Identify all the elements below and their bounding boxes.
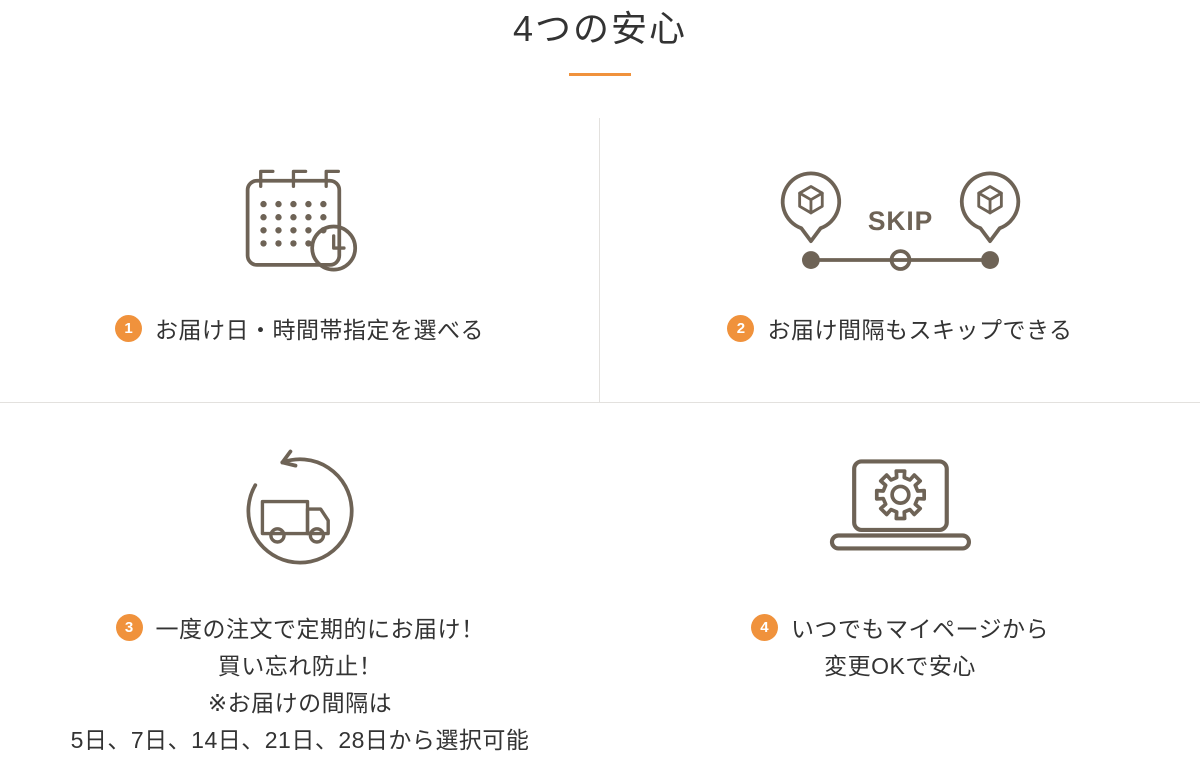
skip-label: SKIP [867,206,932,236]
package-bubble-right-icon [959,171,1020,244]
timeline [801,249,999,272]
feature-line: 5日、7日、14日、21日、28日から選択可能 [71,720,530,757]
delivery-truck-repeat-icon [246,449,354,565]
laptop-settings-icon [829,459,972,551]
feature-line: 1 お届け日・時間帯指定を選べる [115,310,484,347]
feature-number-badge: 4 [750,613,778,641]
feature-line: 変更OKで安心 [751,646,1049,683]
title-underline [569,72,631,76]
feature-text-block: 3 一度の注文で定期的にお届け！ 買い忘れ防止！ ※お届けの間隔は 5日、7日、… [71,609,530,757]
skip-interval-icon: SKIP [773,140,1028,300]
feature-text-block: 2 お届け間隔もスキップできる [727,310,1072,347]
feature-line-text: 変更OKで安心 [824,653,976,680]
feature-line: ※お届けの間隔は [71,683,530,720]
feature-line-text: お届け日・時間帯指定を選べる [155,317,484,344]
feature-text-block: 4 いつでもマイページから 変更OKで安心 [750,609,1050,683]
features-grid: 1 お届け日・時間帯指定を選べる [0,117,1200,775]
feature-number-badge: 3 [115,613,143,641]
feature-card-recurring-delivery: 3 一度の注文で定期的にお届け！ 買い忘れ防止！ ※お届けの間隔は 5日、7日、… [0,403,600,775]
feature-line: 3 一度の注文で定期的にお届け！ [71,609,530,646]
feature-card-delivery-date: 1 お届け日・時間帯指定を選べる [0,117,600,403]
clock-icon [309,224,357,272]
feature-line-text: いつでもマイページから [790,616,1050,643]
delivery-truck-repeat-icon [238,431,362,591]
laptop-settings-icon [819,431,981,591]
feature-line-text: 一度の注文で定期的にお届け！ [155,616,485,643]
repeat-arrow-icon [246,457,354,565]
feature-card-mypage: 4 いつでもマイページから 変更OKで安心 [600,403,1200,775]
feature-line: 2 お届け間隔もスキップできる [727,310,1072,347]
feature-line: 4 いつでもマイページから [750,609,1050,646]
calendar-clock-icon [238,140,362,300]
feature-line-text: 5日、7日、14日、21日、28日から選択可能 [70,727,530,754]
feature-line-text: ※お届けの間隔は [207,690,393,717]
feature-number-badge: 1 [115,314,142,342]
section-title: 4つの安心 [512,8,688,49]
feature-text-block: 1 お届け日・時間帯指定を選べる [115,310,484,347]
calendar-dots [259,200,327,247]
skip-interval-icon: SKIP [780,171,1020,272]
feature-line: 買い忘れ防止！ [71,646,530,683]
truck-icon [260,499,330,544]
feature-line-text: お届け間隔もスキップできる [767,317,1073,344]
gear-icon [874,469,927,521]
feature-number-badge: 2 [727,314,755,342]
package-bubble-left-icon [780,171,841,244]
calendar-clock-icon [245,169,357,272]
feature-card-skip: SKIP 2 お届け間隔もスキップできる [600,118,1200,403]
feature-line-text: 買い忘れ防止！ [217,653,383,680]
